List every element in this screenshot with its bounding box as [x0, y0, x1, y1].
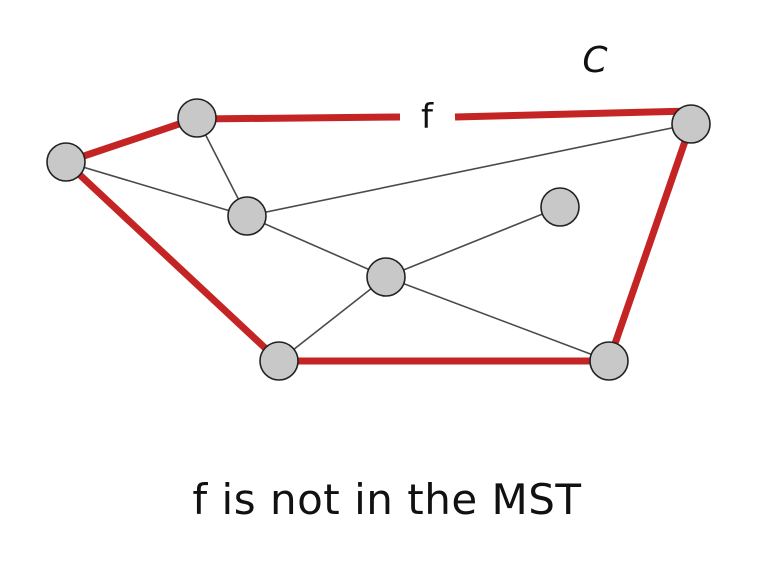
edge-vm-vr — [385, 206, 561, 278]
edge-f-label: f — [421, 97, 434, 137]
thin-edges — [65, 117, 692, 362]
node-vbl — [259, 341, 299, 381]
cycle-edge-vc-vbr — [605, 122, 695, 363]
edge-vm-vbl — [278, 276, 387, 362]
nodes — [46, 98, 711, 381]
node-vc — [671, 104, 711, 144]
node-vm — [366, 257, 406, 297]
edge-v3-vm — [246, 215, 387, 278]
node-vbr — [589, 341, 629, 381]
edge-f-right — [454, 107, 692, 121]
node-v3 — [227, 196, 267, 236]
edge-vm-vbr — [385, 276, 610, 362]
caption: f is not in the MST — [192, 475, 582, 524]
cycle-c-label: C — [582, 40, 608, 81]
node-v2 — [177, 98, 217, 138]
node-vr — [540, 187, 580, 227]
node-v1 — [46, 142, 86, 182]
cycle-c-edges — [63, 107, 695, 365]
cycle-edge-v1-vbl — [63, 159, 282, 364]
cycle-edge-v1-v2 — [64, 114, 199, 166]
edge-v1-v3 — [65, 161, 248, 217]
edge-v3-vc — [246, 123, 692, 217]
edge-f-left — [196, 113, 401, 123]
